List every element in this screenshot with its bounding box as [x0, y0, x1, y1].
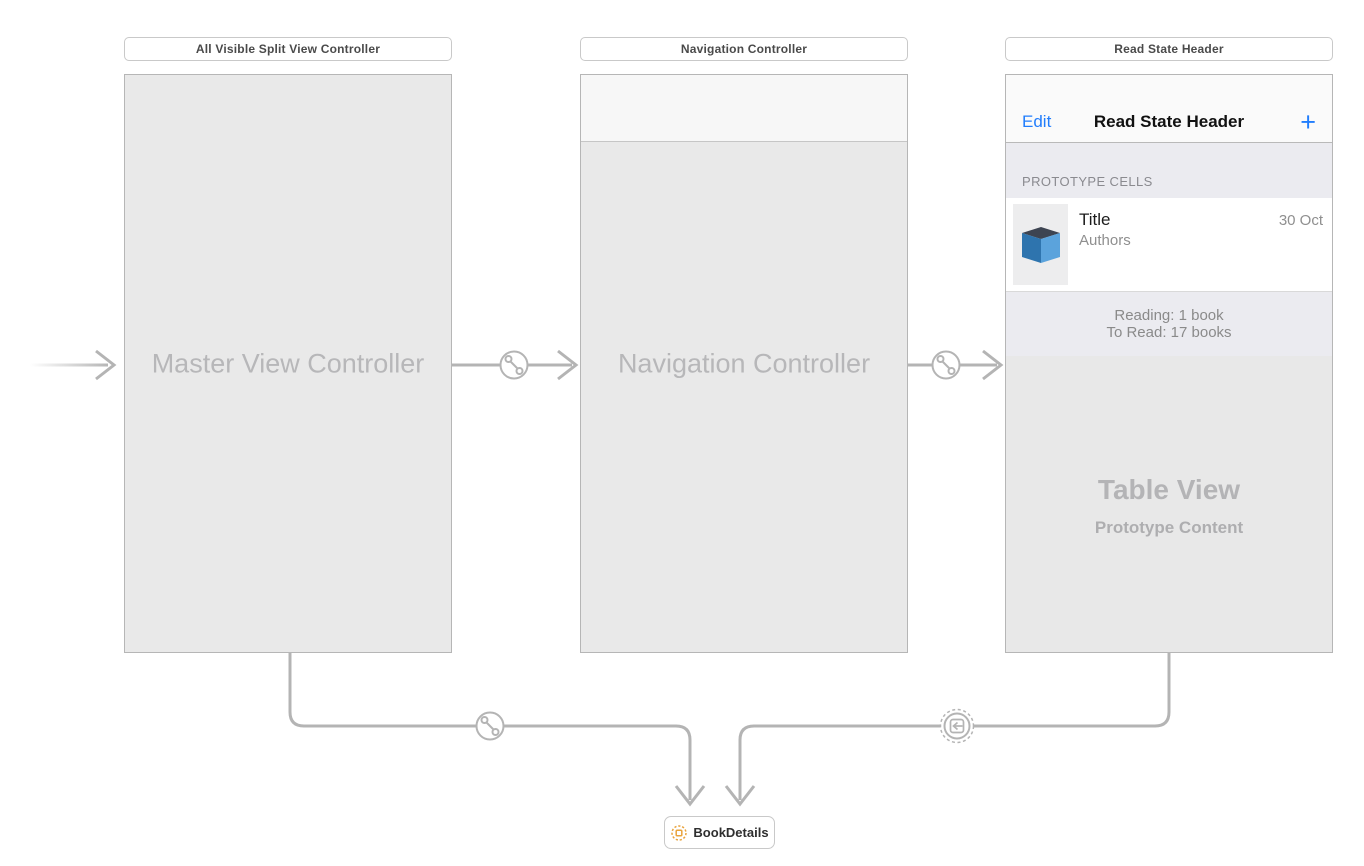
book-icon [1021, 226, 1060, 263]
storyboard-reference-label: BookDetails [693, 825, 769, 840]
scene-dock-label: Navigation Controller [680, 42, 808, 56]
prototype-cell[interactable]: Title Authors 30 Oct [1006, 198, 1332, 292]
scene-dock-label: Read State Header [1114, 42, 1224, 56]
scene-placeholder-title: Navigation Controller [617, 348, 871, 378]
storyboard-reference-icon [671, 824, 688, 841]
scene-dock-label: All Visible Split View Controller [195, 42, 381, 56]
cell-subtitle: Authors [1079, 232, 1131, 249]
scene-dock-split-view[interactable]: All Visible Split View Controller [124, 37, 452, 61]
segue-nav-to-read[interactable] [908, 349, 1004, 381]
show-segue-link-icon [499, 350, 529, 380]
storyboard-reference-segue-icon [939, 708, 975, 744]
table-view-placeholder-subtitle: Prototype Content [1094, 518, 1244, 537]
scene-read-state-header[interactable]: Edit Read State Header + PROTOTYPE CELLS… [1005, 74, 1333, 653]
scene-placeholder-title: Master View Controller [151, 348, 425, 378]
navigation-bar-strip [581, 75, 907, 142]
show-segue-link-icon [931, 350, 961, 380]
section-header-label: PROTOTYPE CELLS [1022, 174, 1153, 189]
segue-split-to-nav[interactable] [452, 349, 579, 381]
read-state-summary: Reading: 1 book To Read: 17 books [1006, 292, 1332, 356]
initial-entry-arrow[interactable] [30, 349, 117, 381]
cell-image-area [1013, 204, 1068, 285]
section-header: PROTOTYPE CELLS [1006, 143, 1332, 198]
cell-detail-date: 30 Oct [1278, 212, 1323, 229]
nav-bar-title: Read State Header [1093, 112, 1245, 131]
cell-title: Title [1079, 210, 1111, 229]
navigation-bar: Edit Read State Header + [1006, 75, 1332, 143]
scene-dock-read-state[interactable]: Read State Header [1005, 37, 1333, 61]
edit-button[interactable]: Edit [1022, 112, 1052, 131]
add-button[interactable]: + [1300, 107, 1316, 137]
table-view-placeholder-title: Table View [1097, 474, 1241, 505]
show-segue-link-icon [475, 711, 505, 741]
segue-read-to-bookdetails[interactable] [724, 653, 1171, 807]
segue-split-to-bookdetails[interactable] [288, 653, 706, 807]
summary-line-toread: To Read: 17 books [1106, 324, 1232, 341]
summary-line-reading: Reading: 1 book [1114, 307, 1224, 324]
scene-navigation-controller[interactable]: Navigation Controller [580, 74, 908, 653]
scene-dock-navigation[interactable]: Navigation Controller [580, 37, 908, 61]
scene-split-view-controller[interactable]: Master View Controller [124, 74, 452, 653]
storyboard-reference-node[interactable]: BookDetails [664, 816, 775, 849]
table-view-area[interactable]: Table View Prototype Content [1006, 356, 1332, 652]
